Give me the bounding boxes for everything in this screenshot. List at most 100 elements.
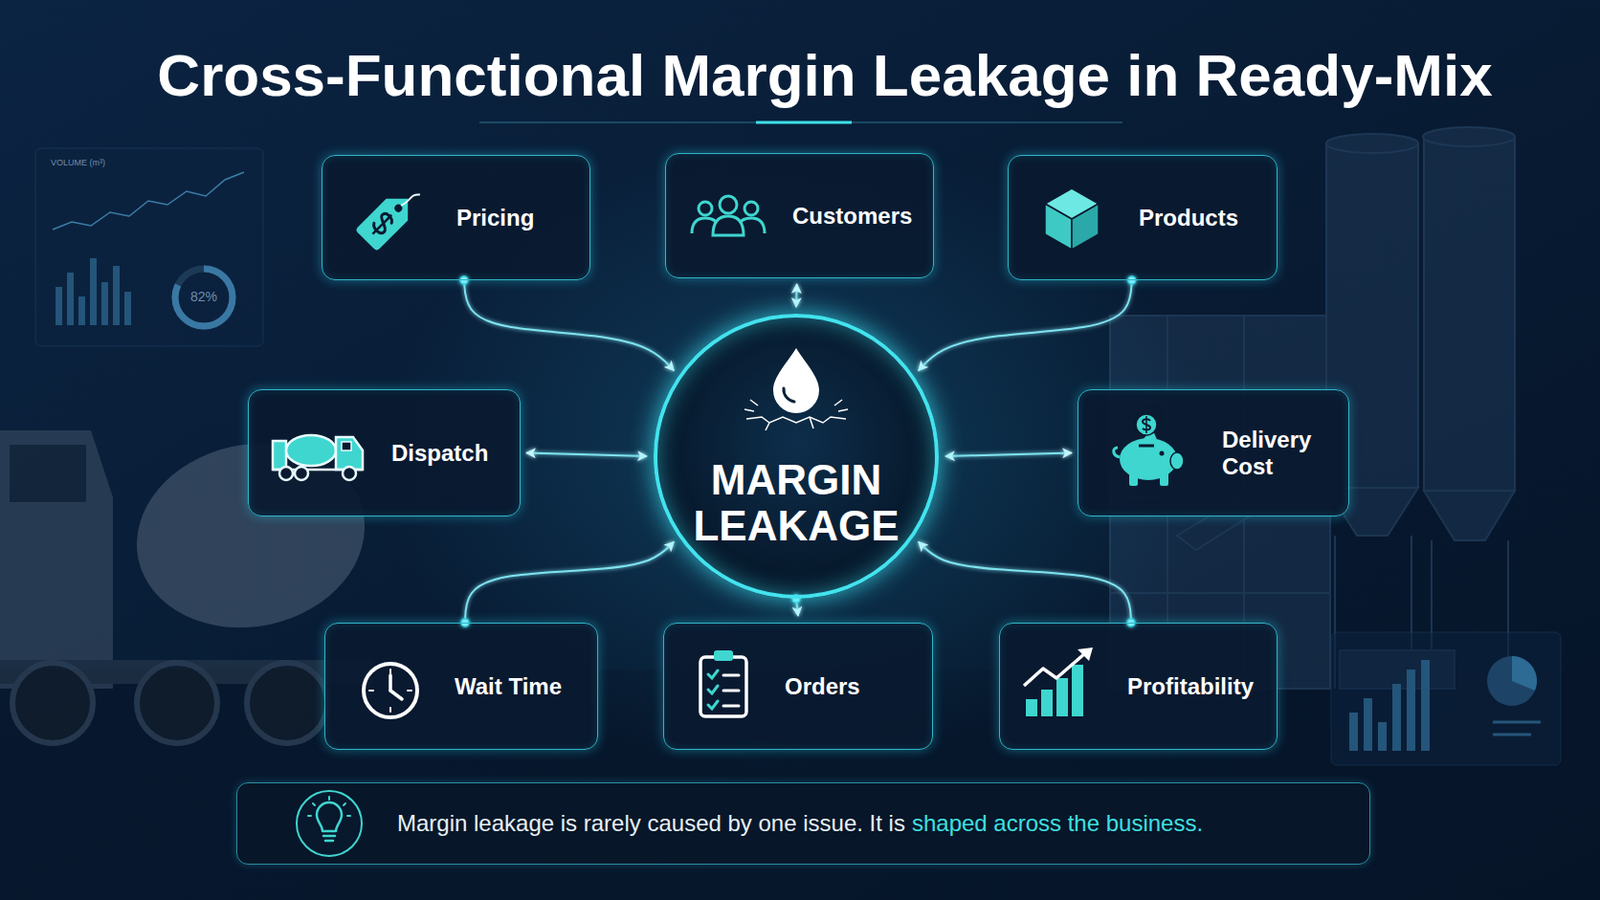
piggy-bank-icon — [1113, 447, 1120, 458]
dashboard-panel — [124, 291, 132, 326]
box-panel — [663, 622, 934, 751]
function-box: Delivery Cost — [1077, 389, 1350, 517]
lightbulb-icon — [316, 802, 342, 832]
connector-arrow — [795, 284, 799, 308]
clock-icon — [389, 669, 392, 674]
dashboard-panel — [112, 266, 120, 326]
clipboard-icon — [700, 657, 747, 717]
mixer-truck-icon — [294, 466, 309, 481]
function-box: Profitability — [999, 622, 1278, 751]
piggy-bank-icon — [1170, 452, 1184, 470]
box-label: Products — [1138, 204, 1239, 232]
title-underline — [479, 122, 1123, 124]
box-panel — [324, 622, 599, 751]
box-label: Orders — [784, 673, 861, 701]
dashboard-panel — [1392, 684, 1401, 752]
dashboard-panel — [1511, 656, 1537, 691]
dashboard-panel — [175, 268, 233, 327]
dashboard-panel — [101, 282, 109, 326]
cube-icon — [1044, 188, 1099, 250]
piggy-bank-icon — [1138, 444, 1155, 448]
growth-chart-icon — [1041, 689, 1053, 717]
lightbulb-icon — [296, 791, 362, 857]
piggy-bank-icon — [1119, 438, 1178, 481]
dashboard-panel — [1377, 722, 1387, 752]
box-panel — [999, 622, 1278, 751]
truck-silhouette — [12, 663, 93, 744]
clipboard-icon — [708, 670, 718, 710]
dashboard-panel — [1492, 733, 1532, 737]
customers-icon — [744, 201, 758, 216]
droplet-icon — [746, 417, 846, 423]
piggy-bank-icon — [1145, 416, 1148, 434]
growth-chart-icon — [1056, 678, 1068, 717]
price-tag-icon — [355, 179, 427, 252]
price-tag-icon — [372, 215, 392, 235]
clock-icon — [363, 664, 418, 718]
function-box: Orders — [663, 622, 934, 751]
dashboard-panel — [35, 148, 264, 347]
caption-text: Margin leakage is rarely caused by one i… — [397, 810, 906, 839]
box-label: Customers — [792, 202, 912, 230]
function-box: Wait Time — [324, 622, 599, 751]
growth-chart-icon — [1023, 653, 1086, 687]
connector-arrow — [918, 541, 1132, 623]
customers-icon — [698, 201, 712, 216]
plant-silhouette — [1422, 127, 1515, 147]
plant-silhouette — [1326, 133, 1419, 154]
title-underline — [479, 121, 1123, 124]
caption-text: shaped across the business. — [911, 810, 1203, 839]
price-tag-icon — [355, 187, 419, 251]
mixer-truck-icon — [341, 442, 352, 451]
droplet-icon — [744, 400, 848, 431]
box-panel — [321, 155, 591, 281]
truck-silhouette — [136, 663, 218, 744]
lightbulb-icon — [323, 836, 335, 842]
box-label: Pricing — [456, 204, 534, 232]
clock-icon — [388, 675, 393, 691]
center-circle: MARGIN LEAKAGE — [653, 313, 939, 600]
dashboard-panel — [89, 258, 97, 326]
dashboard-panel — [55, 287, 63, 326]
box-panel — [236, 153, 1371, 866]
lightbulb-icon — [308, 797, 351, 817]
box-panel — [1007, 155, 1278, 281]
mixer-truck-icon — [279, 466, 293, 481]
plant-silhouette — [1423, 136, 1515, 491]
clipboard-icon — [723, 675, 739, 707]
page-title: Cross-Functional Margin Leakage in Ready… — [156, 41, 1492, 110]
price-tag-icon — [400, 190, 421, 210]
dashboard-panel — [1421, 660, 1430, 752]
cube-icon — [1071, 203, 1099, 250]
gauge-value: 82% — [190, 289, 218, 305]
dashboard-panel — [1406, 669, 1416, 752]
connector-arrow — [464, 280, 674, 372]
title-underline — [755, 121, 852, 125]
dashboard-panel — [66, 272, 74, 326]
dashboard-panel — [1487, 656, 1537, 707]
dashboard-panel — [1349, 712, 1358, 752]
box-label: Profitability — [1127, 673, 1254, 701]
dashboard-panel — [1331, 632, 1561, 766]
mixer-truck-icon — [272, 441, 287, 470]
connector-arrow — [945, 453, 1072, 458]
plant-silhouette — [1423, 490, 1515, 541]
droplet-icon — [744, 348, 848, 431]
axis-label: VOLUME (m³) — [50, 158, 106, 169]
connector-arrow — [526, 453, 647, 458]
clipboard-icon — [700, 650, 747, 717]
function-box: Products — [1007, 155, 1278, 281]
clock-icon — [389, 708, 392, 712]
function-box: Dispatch — [247, 389, 521, 517]
piggy-bank-icon — [1159, 451, 1165, 457]
connector-group — [464, 280, 1133, 623]
clock-icon — [407, 689, 412, 692]
mixer-truck-icon — [272, 435, 363, 481]
dashboard-panel — [175, 268, 233, 327]
box-panel — [236, 782, 1371, 866]
center-label: MARGIN LEAKAGE — [657, 457, 935, 549]
